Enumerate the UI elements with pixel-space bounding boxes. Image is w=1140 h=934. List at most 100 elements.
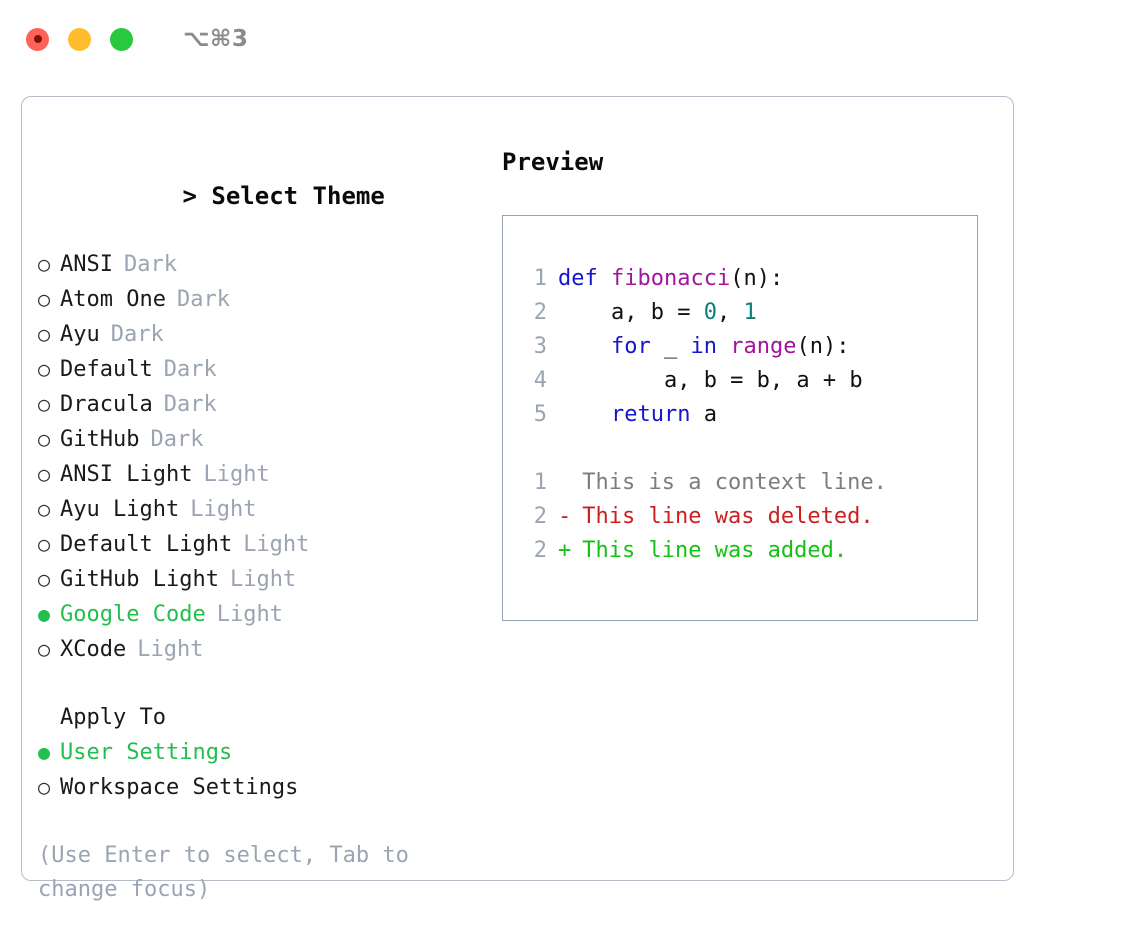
code-token-pln: (n): xyxy=(730,266,784,291)
diff-line-number: 1 xyxy=(533,470,547,495)
apply-to-option-label: User Settings xyxy=(60,740,233,765)
theme-variant-badge: Light xyxy=(137,637,204,662)
column-spacer xyxy=(38,667,488,701)
radio-selected-icon: ● xyxy=(38,740,51,764)
diff-line-number: 2 xyxy=(533,538,547,563)
theme-option-xcode[interactable]: ○ XCode Light xyxy=(38,632,488,667)
apply-to-option-workspace-settings[interactable]: ○ Workspace Settings xyxy=(38,770,488,805)
diff-line-add: 2 + This line was added. xyxy=(521,534,977,568)
theme-option-label: Default xyxy=(60,357,153,382)
theme-option-label: XCode xyxy=(60,637,127,662)
diff-line-ctx: 1 This is a context line. xyxy=(521,466,977,500)
close-window-button[interactable] xyxy=(26,27,49,51)
radio-unselected-icon: ○ xyxy=(38,427,51,451)
radio-unselected-icon: ○ xyxy=(38,252,51,276)
code-line-content: def fibonacci(n): xyxy=(558,262,783,296)
preview-spacer xyxy=(521,432,977,466)
code-token-pln xyxy=(558,334,611,359)
theme-variant-badge: Light xyxy=(216,602,283,627)
code-token-pln xyxy=(558,402,611,427)
theme-variant-badge: Light xyxy=(229,567,297,592)
radio-unselected-icon: ○ xyxy=(38,775,51,799)
minimize-window-button[interactable] xyxy=(68,27,91,51)
code-token-kw: return xyxy=(610,402,691,427)
radio-unselected-icon: ○ xyxy=(38,567,51,591)
theme-variant-badge: Dark xyxy=(176,287,230,312)
apply-to-heading: Apply To xyxy=(60,705,166,730)
theme-variant-badge: Dark xyxy=(163,392,217,417)
code-token-pln: a, b = xyxy=(558,300,704,325)
theme-option-github-light[interactable]: ○ GitHub Light Light xyxy=(38,562,488,597)
code-line: 3 for _ in range(n): xyxy=(521,330,977,364)
diff-line-number: 2 xyxy=(533,504,547,529)
radio-unselected-icon: ○ xyxy=(38,497,51,521)
code-line-number: 2 xyxy=(533,300,547,325)
radio-unselected-icon: ○ xyxy=(38,357,51,381)
code-line-content: for _ in range(n): xyxy=(558,330,849,364)
code-line: 4 a, b = b, a + b xyxy=(521,364,977,398)
code-token-kw: in xyxy=(690,334,717,359)
diff-marker-icon: + xyxy=(558,538,572,563)
diff-marker-icon xyxy=(558,466,569,500)
diff-marker-icon: - xyxy=(558,504,572,529)
diff-line-text: This is a context line. xyxy=(582,470,887,495)
theme-option-label: GitHub Light xyxy=(60,567,219,592)
theme-option-label: ANSI xyxy=(60,252,113,277)
apply-to-option-user-settings[interactable]: ● User Settings xyxy=(38,735,488,770)
window-titlebar: ⌥⌘3 xyxy=(0,0,1140,78)
theme-option-ansi-light[interactable]: ○ ANSI Light Light xyxy=(38,457,488,492)
code-token-pln xyxy=(598,266,611,291)
code-line-content: a, b = b, a + b xyxy=(558,364,863,398)
code-line-number: 4 xyxy=(533,368,547,393)
code-line-number: 5 xyxy=(533,402,547,427)
apply-to-option-label: Workspace Settings xyxy=(60,775,299,800)
code-line-content: a, b = 0, 1 xyxy=(558,296,757,330)
preview-heading: Preview xyxy=(502,148,604,176)
select-theme-heading: > Select Theme xyxy=(38,145,488,247)
code-line: 2 a, b = 0, 1 xyxy=(521,296,977,330)
diff-marker-gap xyxy=(569,534,582,568)
theme-variant-badge: Dark xyxy=(163,357,217,382)
select-theme-title: Select Theme xyxy=(211,182,385,210)
radio-unselected-icon: ○ xyxy=(38,532,51,556)
maximize-window-button[interactable] xyxy=(110,27,133,51)
radio-selected-icon: ● xyxy=(38,602,51,626)
theme-option-label: Dracula xyxy=(60,392,153,417)
traffic-light-group xyxy=(26,27,133,51)
diff-line-del: 2- This line was deleted. xyxy=(521,500,977,534)
radio-unselected-icon: ○ xyxy=(38,392,51,416)
theme-variant-badge: Light xyxy=(203,462,270,487)
theme-option-label: Ayu xyxy=(60,322,100,347)
radio-unselected-icon: ○ xyxy=(38,637,51,661)
keyboard-hint-text: (Use Enter to select, Tab to change focu… xyxy=(38,843,423,902)
code-token-pln: , xyxy=(716,300,744,325)
code-token-num: 0 xyxy=(703,300,717,325)
theme-option-label: ANSI Light xyxy=(60,462,193,487)
code-token-pln: a xyxy=(690,402,717,427)
theme-variant-badge: Dark xyxy=(150,427,204,452)
code-token-pln xyxy=(717,334,730,359)
code-token-kw: for xyxy=(610,334,651,359)
prompt-caret-icon: > xyxy=(182,182,197,210)
diff-marker-gap xyxy=(569,500,582,534)
code-line-content: return a xyxy=(558,398,717,432)
code-token-pln: a, b = b, a + b xyxy=(558,368,863,393)
diff-line-text: This line was added. xyxy=(582,538,848,563)
theme-option-default[interactable]: ○ Default Dark xyxy=(38,352,488,387)
radio-unselected-icon: ○ xyxy=(38,462,51,486)
theme-variant-badge: Light xyxy=(190,497,257,522)
theme-option-dracula[interactable]: ○ Dracula Dark xyxy=(38,387,488,422)
code-token-pln: (n): xyxy=(796,334,850,359)
